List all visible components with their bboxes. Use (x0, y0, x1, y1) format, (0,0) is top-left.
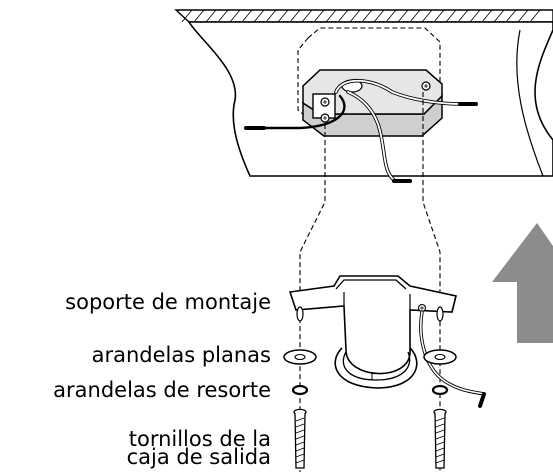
label-flat-washers-text: arandelas planas (91, 343, 271, 367)
ceiling-hatch-strip (174, 9, 553, 23)
bracket-slot-left (296, 306, 304, 322)
screw-right (433, 408, 447, 469)
flat-washer-left (283, 349, 317, 365)
label-outlet-box-screws: tornillos de la caja de salida (126, 427, 271, 469)
bracket-ground-wire (419, 310, 486, 408)
outlet-box-mounting-tab (312, 93, 336, 123)
mounting-bracket (288, 275, 457, 389)
flat-washer-right (423, 349, 457, 365)
label-spring-washers: arandelas de resorte (53, 378, 271, 402)
label-flat-washers: arandelas planas (91, 343, 271, 367)
label-mounting-bracket: soporte de montaje (65, 290, 271, 314)
label-spring-washers-text: arandelas de resorte (53, 378, 271, 402)
spring-washer-right (431, 384, 449, 396)
screw-left (293, 408, 307, 469)
spring-washer-left (291, 384, 309, 396)
upward-arrow (492, 223, 553, 343)
label-outlet-box-screws-line2: caja de salida (126, 445, 271, 469)
label-outlet-box-screws-line1: tornillos de la (128, 427, 271, 451)
label-mounting-bracket-text: soporte de montaje (65, 290, 271, 314)
outlet-box-wires (244, 79, 478, 183)
outlet-box (302, 69, 443, 137)
bracket-slot-right (436, 306, 444, 322)
